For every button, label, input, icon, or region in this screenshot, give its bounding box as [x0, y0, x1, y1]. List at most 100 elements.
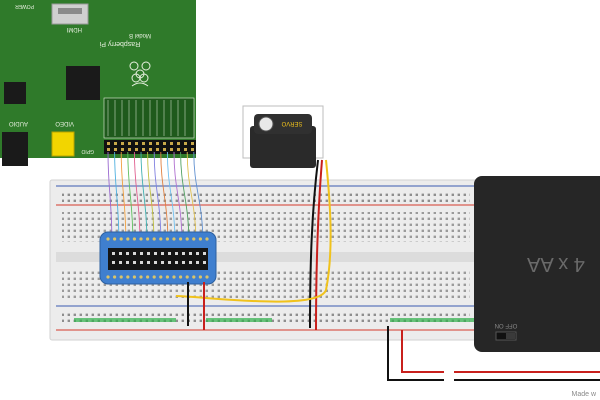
cobbler-hole — [179, 275, 183, 279]
gpio-label-lines — [107, 100, 186, 136]
cobbler-pins — [112, 252, 206, 264]
cobbler-pin — [161, 261, 164, 264]
soc-chip — [66, 66, 100, 100]
cobbler-power-wires — [187, 282, 205, 330]
power-label: POWER — [15, 3, 34, 9]
cobbler-hole — [172, 275, 176, 279]
gpio-pin — [170, 142, 173, 145]
hdmi-slot — [58, 8, 82, 14]
cobbler-hole — [139, 237, 143, 241]
cobbler-hole — [165, 275, 169, 279]
gpio-pin — [121, 148, 124, 151]
cobbler-pin — [133, 261, 136, 264]
gpio-label-block — [103, 97, 195, 139]
gpio-pin — [128, 142, 131, 145]
audio-label: AUDIO — [9, 120, 28, 126]
cobbler-pin — [189, 252, 192, 255]
cobbler-pin — [196, 252, 199, 255]
cobbler-hole — [165, 237, 169, 241]
battery-ground-wire — [387, 326, 600, 381]
gpio-pin — [177, 142, 180, 145]
cobbler-hole — [205, 237, 209, 241]
cobbler-pin — [175, 252, 178, 255]
gpio-pin — [114, 142, 117, 145]
gpio-pin — [135, 142, 138, 145]
gpio-pin — [121, 142, 124, 145]
gpio-pin — [191, 148, 194, 151]
cobbler-hole — [119, 275, 123, 279]
cobbler-pin — [154, 261, 157, 264]
servo-ground-wire — [309, 159, 319, 329]
battery-power-wire — [401, 330, 600, 373]
cobbler-pin — [189, 261, 192, 264]
servo-wires — [175, 159, 332, 331]
video-label: VIDEO — [55, 120, 74, 126]
gpio-pin — [177, 148, 180, 151]
cobbler-hole — [146, 275, 150, 279]
rail-highlight-mid — [206, 318, 272, 322]
gpio-pin — [142, 148, 145, 151]
gpio-pin — [156, 148, 159, 151]
cobbler-hole — [139, 275, 143, 279]
cobbler-pin — [140, 261, 143, 264]
cobbler-hole — [113, 237, 117, 241]
cobbler-hole — [113, 275, 117, 279]
gpio-pin — [184, 142, 187, 145]
credit-text: Made w — [571, 391, 596, 398]
gpio-pin — [163, 148, 166, 151]
cobbler-hole — [126, 275, 130, 279]
gpio-pin — [107, 142, 110, 145]
cobbler-hole — [172, 237, 176, 241]
raspberry-pi-board: POWER HDMI Raspberry Pi Model B AUDIO VI… — [0, 0, 196, 166]
servo-power-wire — [315, 159, 323, 331]
cobbler-edge-holes — [106, 237, 209, 279]
cobbler-pin — [175, 261, 178, 264]
battery-pack: 4 x AA OFF ON — [474, 176, 600, 352]
cobbler-header — [108, 248, 208, 270]
cobbler-hole — [106, 237, 110, 241]
gpio-pin — [107, 148, 110, 151]
cobbler-pin — [112, 252, 115, 255]
cobbler-hole — [185, 275, 189, 279]
servo-body — [250, 126, 316, 168]
cobbler-pin — [203, 252, 206, 255]
battery-label: 4 x AA — [526, 253, 584, 275]
battery-switch-label: OFF ON — [495, 322, 518, 328]
servo-label: SERVO — [281, 120, 302, 126]
board-name-label: Raspberry Pi — [99, 40, 140, 47]
hdmi-label: HDMI — [66, 26, 82, 32]
center-channel — [56, 252, 474, 262]
cobbler-pin — [119, 261, 122, 264]
cobbler-pin — [161, 252, 164, 255]
rail-highlight-right — [390, 318, 474, 322]
cobbler-pin — [182, 261, 185, 264]
cobbler-hole — [152, 237, 156, 241]
battery-switch-knob[interactable] — [506, 333, 515, 339]
model-label: Model B — [129, 32, 151, 38]
cobbler-hole — [132, 275, 136, 279]
gpio-pin — [170, 148, 173, 151]
gpio-pin — [149, 142, 152, 145]
battery-wires — [387, 326, 600, 383]
gpio-pin — [163, 142, 166, 145]
cobbler-hole — [198, 275, 202, 279]
gpio-pin — [114, 148, 117, 151]
cobbler-pin — [182, 252, 185, 255]
cobbler-hole — [185, 237, 189, 241]
cobbler-hole — [205, 275, 209, 279]
cobbler-hole — [198, 237, 202, 241]
cobbler-hole — [159, 275, 163, 279]
cobbler-pin — [147, 261, 150, 264]
servo-motor: SERVO — [242, 105, 324, 168]
cobbler-pin — [196, 261, 199, 264]
gpio-label: GPIO — [81, 148, 94, 154]
video-jack — [51, 131, 75, 157]
cobbler-pin — [112, 261, 115, 264]
cobbler-hole — [126, 237, 130, 241]
gpio-pin — [142, 142, 145, 145]
gpio-pin — [191, 142, 194, 145]
gpio-cobbler — [99, 231, 217, 285]
cobbler-hole — [192, 275, 196, 279]
cobbler-pin — [140, 252, 143, 255]
